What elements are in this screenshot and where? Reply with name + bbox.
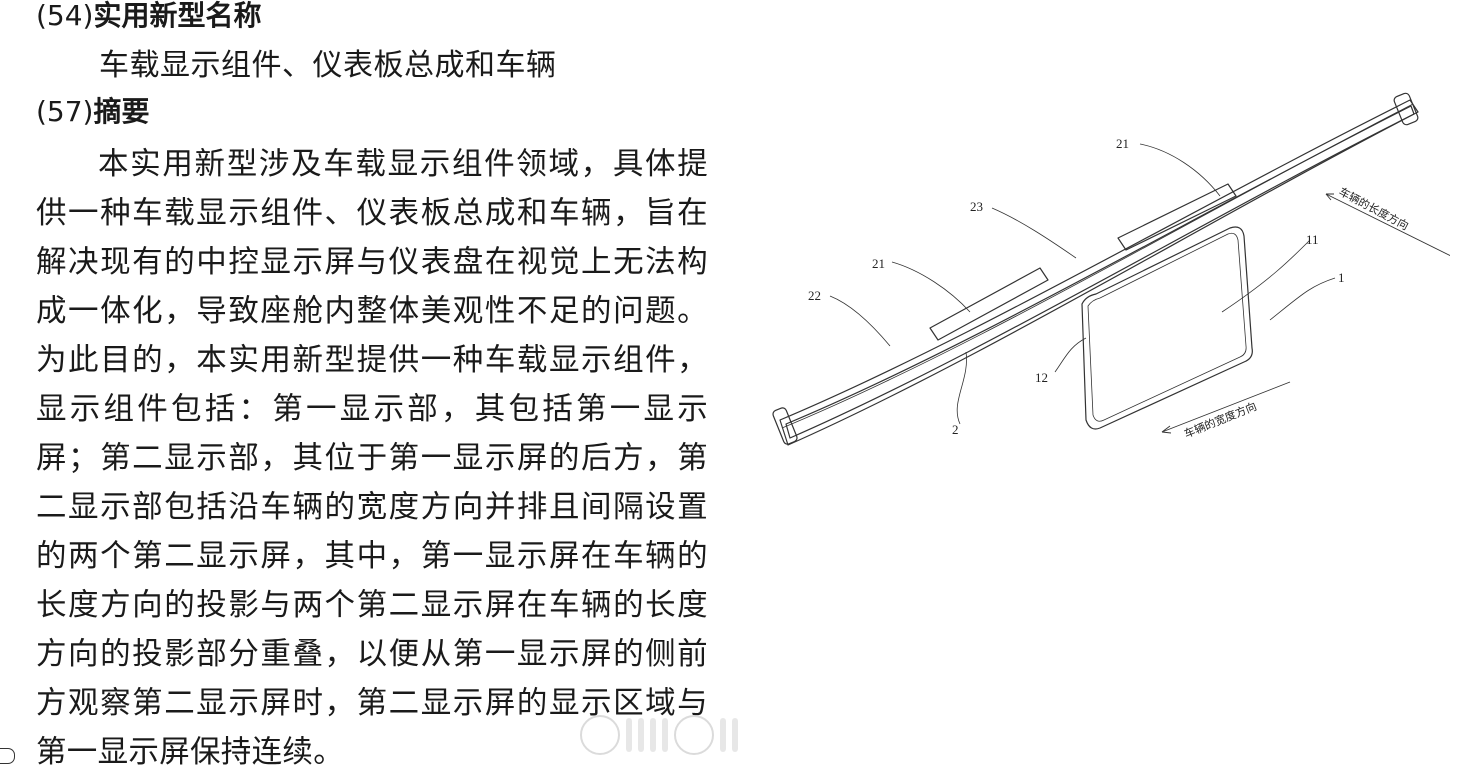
figure-label-21-left: 21 xyxy=(872,256,885,271)
watermark xyxy=(580,713,890,757)
page-corner-mark xyxy=(0,748,15,764)
figure-label-12: 12 xyxy=(1035,370,1048,385)
field-57-heading: (57)摘要 xyxy=(36,96,150,128)
watermark-logo-icon xyxy=(580,715,620,755)
second-screen-left xyxy=(929,267,1049,341)
figure-label-1: 1 xyxy=(1338,270,1345,285)
figure-label-23: 23 xyxy=(970,199,983,214)
field-54-code: (54) xyxy=(36,0,94,32)
utility-model-title: 车载显示组件、仪表板总成和车辆 xyxy=(99,48,557,83)
second-screen-right xyxy=(1117,183,1237,251)
figure-label-21-top: 21 xyxy=(1116,136,1129,151)
figure-label-2: 2 xyxy=(952,422,959,437)
watermark-circle-icon xyxy=(674,715,714,755)
field-54-heading: (54)实用新型名称 xyxy=(36,0,262,32)
field-54-label: 实用新型名称 xyxy=(93,0,262,32)
first-display-panel xyxy=(1081,226,1253,430)
field-57-label: 摘要 xyxy=(93,95,150,128)
display-bar-inner xyxy=(785,105,1415,439)
display-bar-outer xyxy=(779,99,1419,446)
length-direction-label: 车辆的长度方向 xyxy=(1337,184,1412,233)
patent-drawing: 21 23 21 22 11 1 12 2 车辆的长度方向 车辆的宽度方向 xyxy=(772,92,1450,446)
field-57-code: (57) xyxy=(36,95,94,128)
figure-label-22: 22 xyxy=(808,288,821,303)
display-bar-face xyxy=(781,103,1414,429)
abstract-text: 本实用新型涉及车载显示组件领域，具体提供一种车载显示组件、仪表板总成和车辆，旨在… xyxy=(36,147,708,770)
figure-label-11: 11 xyxy=(1306,232,1319,247)
